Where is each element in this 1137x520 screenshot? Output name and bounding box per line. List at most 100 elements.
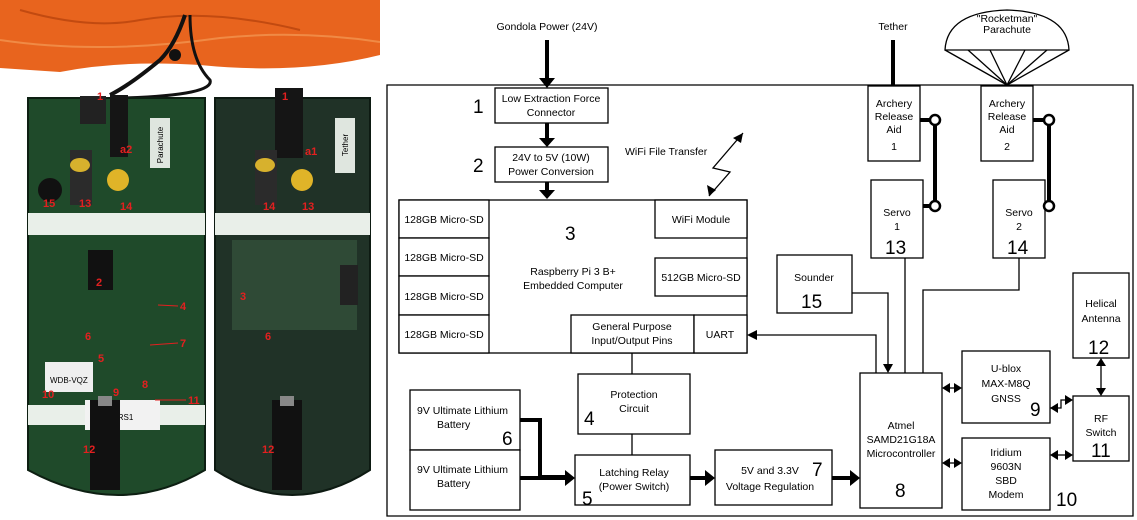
wdb-label: WDB-VQZ bbox=[50, 376, 88, 385]
svg-text:RF: RF bbox=[1094, 413, 1108, 425]
block-relay: Latching Relay (Power Switch) 5 bbox=[574, 454, 691, 510]
block-rf-switch: RF Switch 11 bbox=[1072, 395, 1130, 462]
sd-card-3: 128GB Micro-SD bbox=[398, 275, 490, 316]
block-helical-antenna: Helical Antenna 12 bbox=[1072, 272, 1130, 359]
svg-text:7: 7 bbox=[180, 338, 186, 350]
svg-text:Voltage Regulation: Voltage Regulation bbox=[726, 481, 814, 493]
block-microcontroller: Atmel SAMD21G18A Microcontroller 8 bbox=[859, 372, 943, 509]
svg-text:(Power Switch): (Power Switch) bbox=[599, 481, 670, 493]
block-gnss: U-blox MAX-M8Q GNSS 9 bbox=[961, 350, 1051, 424]
svg-text:Modem: Modem bbox=[988, 489, 1023, 501]
svg-text:1: 1 bbox=[282, 91, 288, 103]
svg-text:a1: a1 bbox=[305, 146, 317, 158]
svg-text:9: 9 bbox=[1030, 400, 1041, 421]
pcb-board-parachute: Parachute WDB-VQZ DRS1 bbox=[27, 95, 206, 496]
svg-text:3: 3 bbox=[565, 224, 576, 245]
svg-text:10: 10 bbox=[42, 389, 54, 401]
sd-card-4: 128GB Micro-SD bbox=[398, 314, 490, 354]
svg-text:Antenna: Antenna bbox=[1081, 313, 1120, 325]
svg-text:12: 12 bbox=[262, 444, 274, 456]
svg-text:128GB Micro-SD: 128GB Micro-SD bbox=[404, 252, 484, 264]
wifi-transfer-label: WiFi File Transfer bbox=[625, 146, 708, 158]
svg-text:8: 8 bbox=[142, 379, 148, 391]
svg-text:14: 14 bbox=[120, 201, 133, 213]
sd-card-2: 128GB Micro-SD bbox=[398, 237, 490, 277]
svg-text:4: 4 bbox=[584, 409, 595, 430]
svg-text:5: 5 bbox=[582, 489, 593, 510]
board2-tag: Tether bbox=[341, 134, 350, 157]
svg-text:SAMD21G18A: SAMD21G18A bbox=[867, 434, 936, 446]
svg-text:Aid: Aid bbox=[999, 124, 1014, 136]
svg-text:1: 1 bbox=[473, 97, 484, 118]
gondola-power-label: Gondola Power (24V) bbox=[497, 21, 598, 33]
svg-text:10: 10 bbox=[1056, 490, 1077, 511]
svg-text:9: 9 bbox=[113, 387, 119, 399]
parachute-label-2: Parachute bbox=[983, 24, 1031, 36]
svg-text:6: 6 bbox=[502, 429, 513, 450]
pcb-board-tether: Tether bbox=[214, 88, 371, 496]
svg-text:11: 11 bbox=[188, 395, 200, 407]
tether-label: Tether bbox=[878, 21, 908, 33]
svg-text:9603N: 9603N bbox=[991, 461, 1022, 473]
svg-text:128GB Micro-SD: 128GB Micro-SD bbox=[404, 329, 484, 341]
svg-text:11: 11 bbox=[1091, 441, 1111, 462]
svg-text:Archery: Archery bbox=[989, 98, 1026, 110]
svg-text:2: 2 bbox=[96, 277, 102, 289]
svg-text:Servo: Servo bbox=[1005, 207, 1033, 219]
svg-text:6: 6 bbox=[265, 331, 271, 343]
block-connector: Low Extraction Force Connector 1 bbox=[473, 87, 609, 124]
gpio-pins: General Purpose Input/Output Pins bbox=[570, 314, 695, 354]
block-battery-2: 9V Ultimate Lithium Battery bbox=[409, 449, 521, 511]
svg-text:1: 1 bbox=[894, 221, 900, 233]
wifi-signal-icon bbox=[707, 132, 744, 197]
uart-port: UART bbox=[693, 314, 748, 354]
svg-text:3: 3 bbox=[240, 291, 246, 303]
servo-linkage-1 bbox=[920, 113, 942, 213]
block-servo-2: Servo 2 14 bbox=[992, 179, 1046, 259]
svg-text:512GB Micro-SD: 512GB Micro-SD bbox=[661, 272, 741, 284]
svg-text:Embedded Computer: Embedded Computer bbox=[523, 280, 623, 292]
drs-label: DRS1 bbox=[112, 413, 134, 422]
svg-text:8: 8 bbox=[895, 481, 906, 502]
sd-card-512: 512GB Micro-SD bbox=[654, 257, 748, 297]
svg-text:UART: UART bbox=[706, 329, 735, 341]
block-protection: Protection Circuit 4 bbox=[577, 373, 691, 435]
svg-text:General Purpose: General Purpose bbox=[592, 321, 672, 333]
svg-text:128GB Micro-SD: 128GB Micro-SD bbox=[404, 291, 484, 303]
svg-text:Circuit: Circuit bbox=[619, 403, 649, 415]
photo-annotations: 1 a2 15 13 14 2 4 6 7 5 8 10 9 11 12 1 a… bbox=[42, 91, 317, 456]
svg-text:13: 13 bbox=[885, 238, 906, 259]
svg-text:9V Ultimate Lithium: 9V Ultimate Lithium bbox=[417, 405, 508, 417]
svg-text:2: 2 bbox=[473, 156, 484, 177]
svg-text:Aid: Aid bbox=[886, 124, 901, 136]
svg-text:24V to 5V (10W): 24V to 5V (10W) bbox=[512, 152, 590, 164]
servo-linkage-2 bbox=[1033, 113, 1056, 213]
svg-text:4: 4 bbox=[180, 301, 187, 313]
block-iridium: Iridium 9603N SBD Modem 10 bbox=[961, 437, 1077, 511]
svg-text:Raspberry Pi 3 B+: Raspberry Pi 3 B+ bbox=[530, 266, 616, 278]
svg-text:14: 14 bbox=[263, 201, 276, 213]
svg-text:Battery: Battery bbox=[437, 419, 471, 431]
svg-text:2: 2 bbox=[1016, 221, 1022, 233]
svg-text:128GB Micro-SD: 128GB Micro-SD bbox=[404, 214, 484, 226]
svg-text:Low Extraction Force: Low Extraction Force bbox=[502, 93, 601, 105]
svg-text:Input/Output Pins: Input/Output Pins bbox=[591, 335, 672, 347]
svg-text:Microcontroller: Microcontroller bbox=[867, 448, 936, 460]
svg-text:12: 12 bbox=[83, 444, 95, 456]
svg-text:SBD: SBD bbox=[995, 475, 1017, 487]
svg-text:GNSS: GNSS bbox=[991, 393, 1021, 405]
payload-photo: Parachute WDB-VQZ DRS1 Tether 1 a2 15 13… bbox=[0, 0, 380, 496]
svg-text:Latching Relay: Latching Relay bbox=[599, 467, 669, 479]
svg-text:1: 1 bbox=[97, 91, 103, 103]
svg-text:15: 15 bbox=[801, 292, 822, 313]
sd-card-1: 128GB Micro-SD bbox=[398, 199, 490, 239]
block-servo-1: Servo 1 13 bbox=[870, 179, 924, 259]
block-power-conversion: 24V to 5V (10W) Power Conversion 2 bbox=[473, 146, 609, 183]
svg-text:14: 14 bbox=[1007, 238, 1029, 259]
svg-text:15: 15 bbox=[43, 198, 55, 210]
svg-text:a2: a2 bbox=[120, 144, 132, 156]
block-battery-1: 9V Ultimate Lithium Battery 6 bbox=[409, 389, 521, 451]
svg-text:13: 13 bbox=[302, 201, 314, 213]
block-archery-release-1: Archery Release Aid 1 bbox=[867, 85, 921, 162]
svg-text:Helical: Helical bbox=[1085, 298, 1117, 310]
